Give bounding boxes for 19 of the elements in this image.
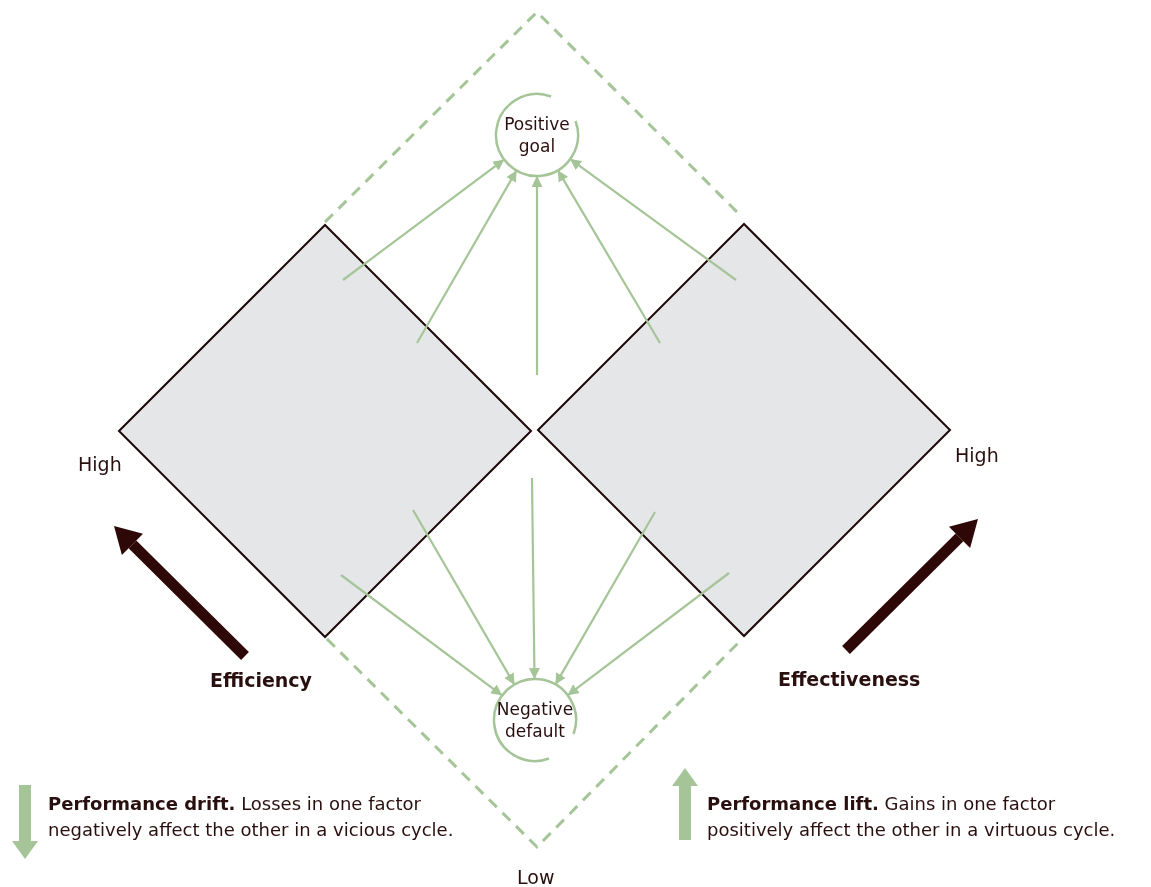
node-label: Positive goal: [503, 113, 571, 157]
axis-title: Efficiency: [210, 669, 312, 691]
description-text: Performance drift. Losses in one factor negatively affect the other in a vicious cycle.: [48, 792, 455, 842]
arrow: [567, 572, 730, 696]
axis-label: High: [78, 453, 122, 475]
axis-title: Effectiveness: [778, 668, 921, 690]
description-text: Performance lift. Gains in one factor positively affect the other in a virtuous cycle.: [707, 792, 1117, 842]
arrow: [416, 170, 517, 344]
arrow: [340, 574, 503, 696]
arrow: [531, 175, 543, 375]
arrow: [412, 509, 515, 685]
arrow: [342, 159, 505, 281]
arrow: [555, 511, 656, 685]
axis-label: Low: [517, 866, 555, 887]
axis-label: High: [955, 444, 999, 466]
arrow: [528, 478, 540, 680]
arrow: [570, 158, 737, 281]
node-label: Negative default: [495, 698, 575, 742]
arrow: [557, 170, 661, 344]
